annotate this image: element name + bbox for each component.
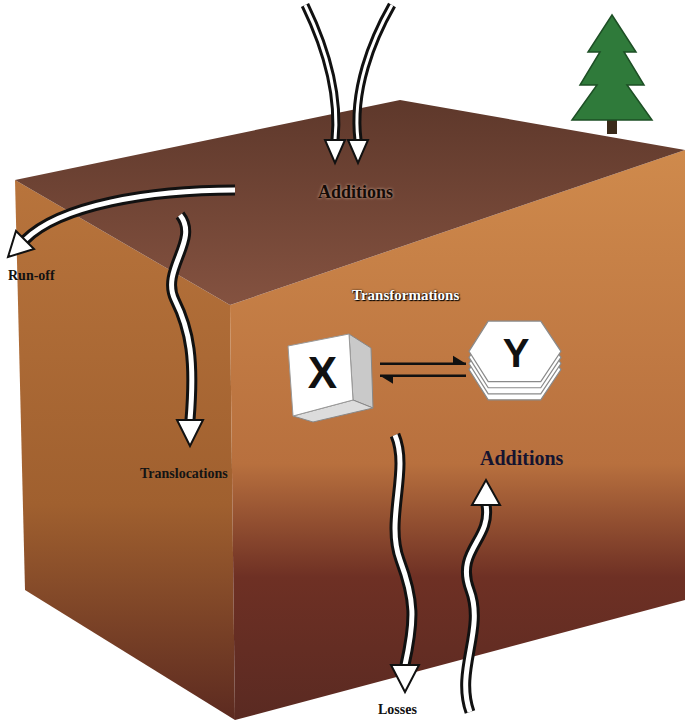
arrow-core bbox=[466, 505, 487, 712]
block-top-face bbox=[15, 100, 685, 305]
arrow-core bbox=[305, 5, 336, 140]
translocation-arrow bbox=[172, 215, 203, 446]
process-label: Transformations bbox=[352, 286, 459, 304]
process-label: Losses bbox=[378, 702, 417, 719]
arrow-outline bbox=[395, 435, 412, 665]
arrow-head bbox=[325, 140, 345, 163]
tree bbox=[572, 15, 652, 134]
losses-arrow bbox=[391, 435, 419, 692]
arrow-head bbox=[391, 665, 419, 692]
runoff-arrow bbox=[8, 190, 235, 257]
arrow-outline bbox=[466, 505, 487, 712]
arrow-outline bbox=[357, 5, 392, 140]
tree-crown bbox=[572, 15, 652, 120]
arrow-outline bbox=[25, 190, 235, 240]
arrow-head bbox=[453, 356, 466, 364]
arrow-head bbox=[177, 420, 203, 446]
arrow-head bbox=[348, 140, 368, 163]
substance-cube: X bbox=[283, 328, 378, 423]
arrow-head bbox=[472, 480, 500, 505]
process-label: Run-off bbox=[8, 268, 55, 285]
cube-front bbox=[288, 334, 353, 416]
substance-letter: X bbox=[308, 351, 337, 395]
arrow-outline bbox=[172, 215, 192, 420]
process-label: Translocations bbox=[140, 466, 228, 483]
arrow-head bbox=[8, 231, 34, 257]
equilibrium-arrow bbox=[380, 356, 466, 384]
arrow-outline bbox=[305, 5, 336, 140]
arrow-core bbox=[395, 435, 412, 665]
arrow-core bbox=[172, 215, 192, 420]
arrow-core bbox=[25, 190, 235, 240]
additions-arrow-bottom bbox=[466, 480, 500, 712]
hexagon-layer bbox=[469, 321, 561, 382]
arrow-core bbox=[357, 5, 392, 140]
arrow-head bbox=[380, 376, 393, 384]
substance-letter: Y bbox=[503, 333, 530, 373]
soil-block bbox=[15, 100, 685, 720]
additions-arrows-top bbox=[305, 5, 392, 163]
substance-hexagon-stack: Y bbox=[468, 316, 564, 412]
process-label: Additions bbox=[318, 182, 393, 204]
process-label: Additions bbox=[480, 446, 563, 470]
